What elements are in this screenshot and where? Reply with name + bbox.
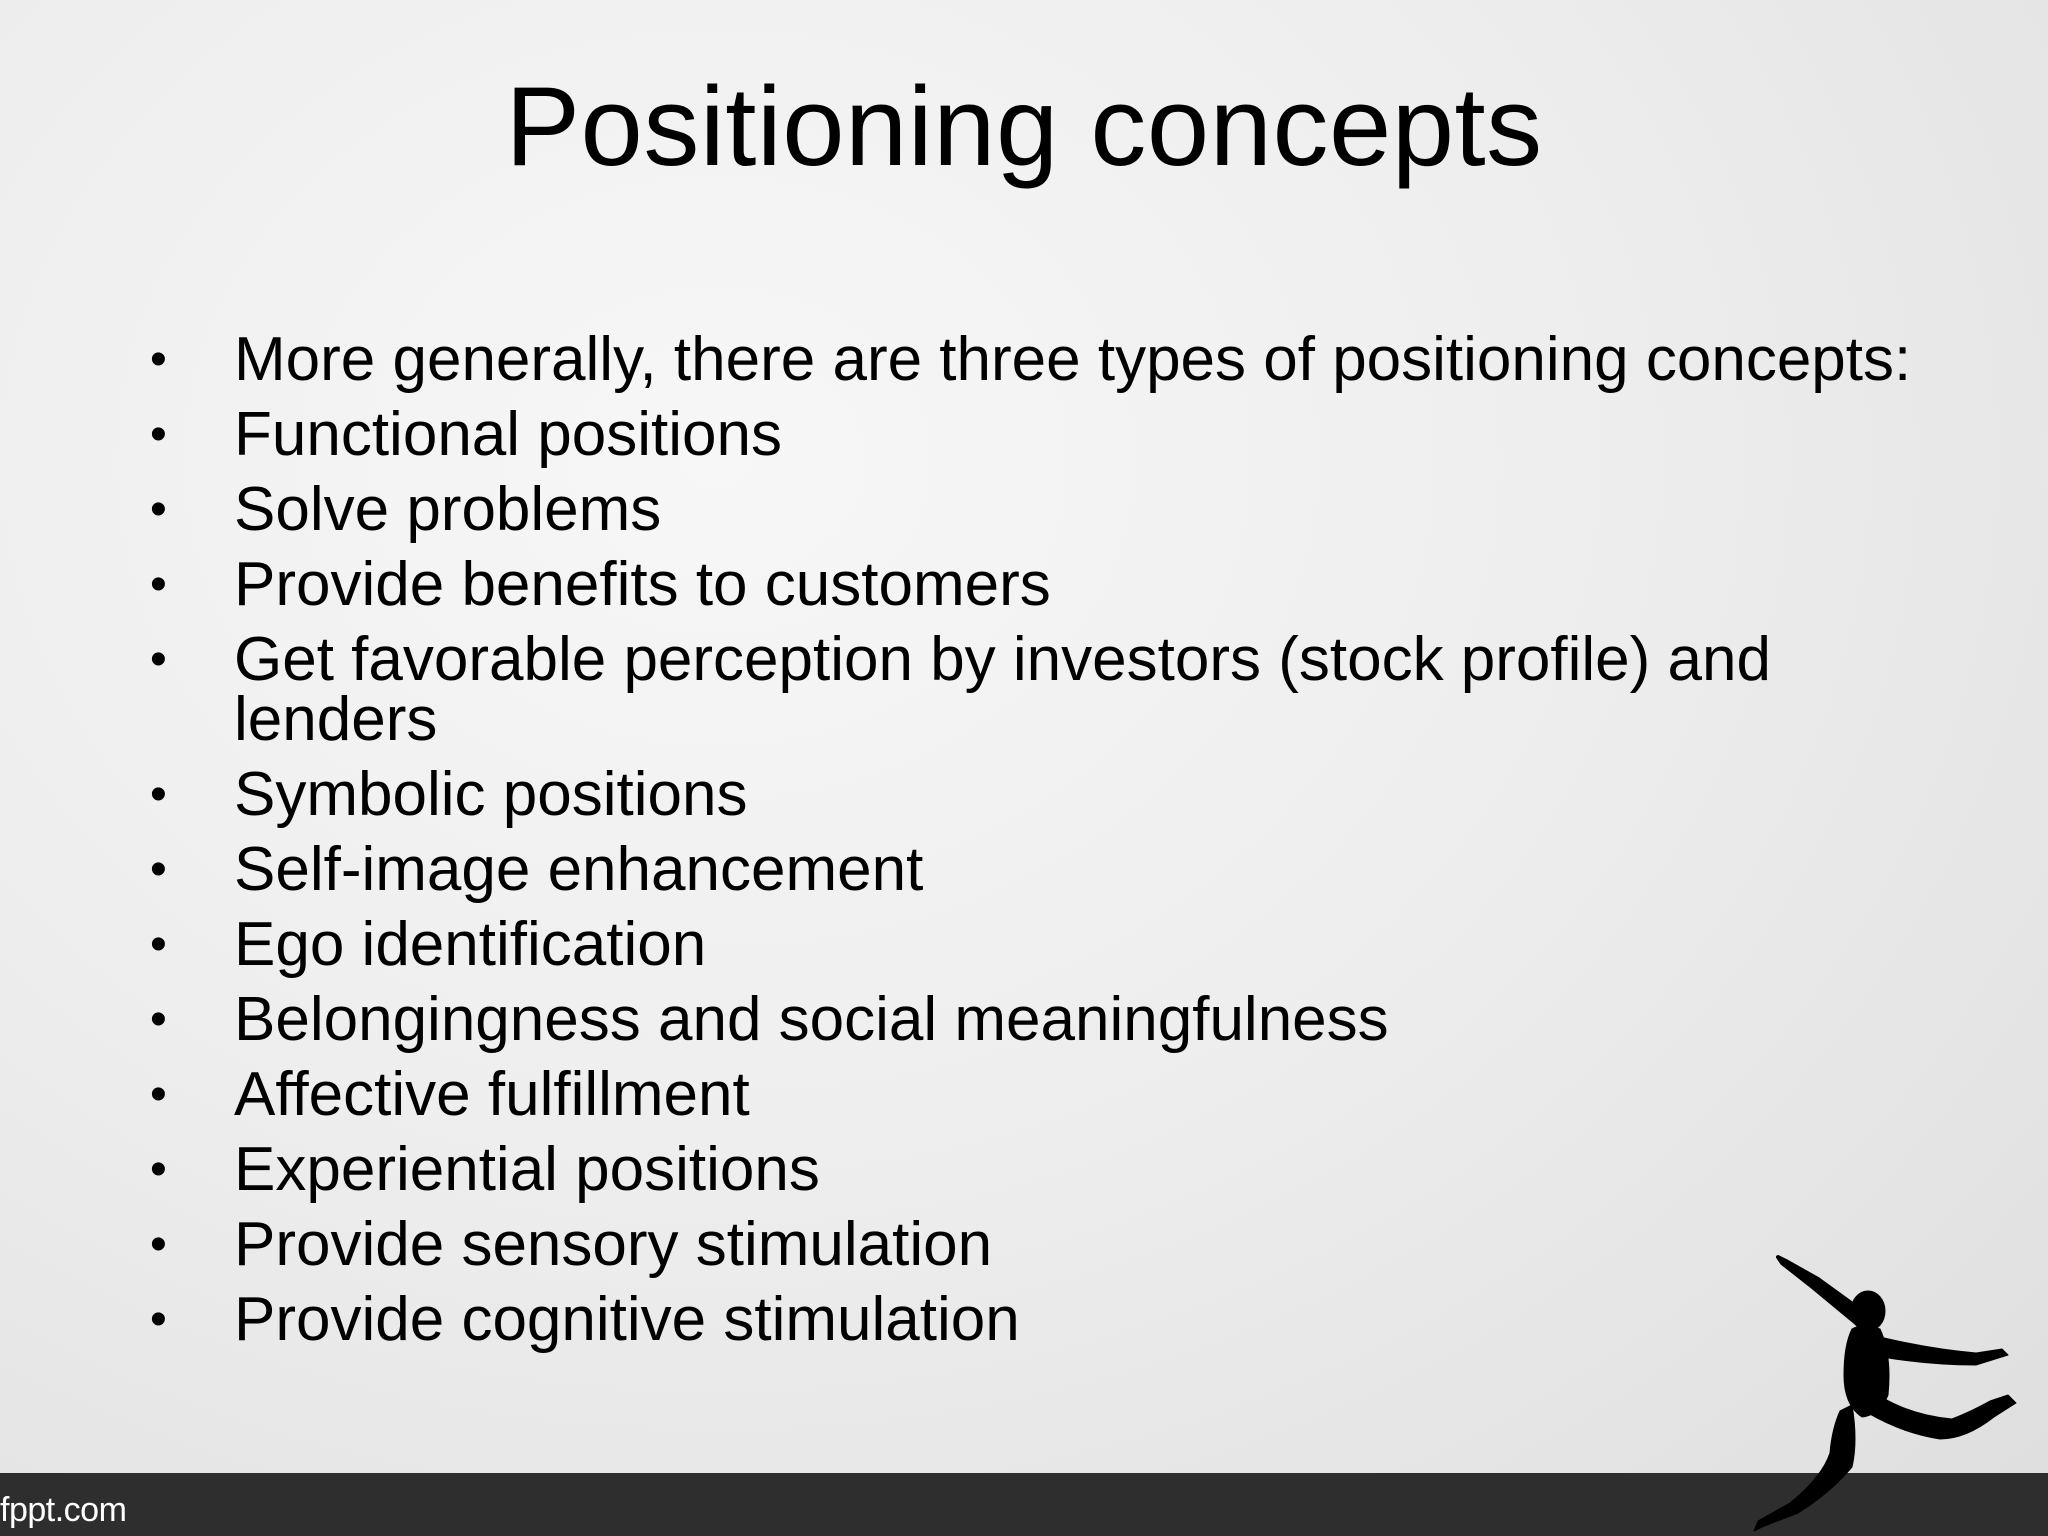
bullet-text: Belongingness and social meaningfulness xyxy=(234,985,1389,1054)
bullet-item: • Experiential positions xyxy=(150,1139,1950,1201)
bullet-list: • More generally, there are three types … xyxy=(150,329,1950,1365)
bullet-item: • Provide sensory stimulation xyxy=(150,1214,1950,1276)
bullet-text: Affective fulfillment xyxy=(234,1060,750,1129)
bullet-item: • Functional positions xyxy=(150,404,1950,466)
bullet-text: Symbolic positions xyxy=(234,760,748,829)
bullet-text: Ego identification xyxy=(234,910,707,979)
bullet-text: Functional positions xyxy=(234,400,782,469)
bullet-icon: • xyxy=(150,333,167,386)
bullet-item: • Get favorable perception by investors … xyxy=(150,629,1950,751)
bullet-item: • Belongingness and social meaningfulnes… xyxy=(150,989,1950,1051)
bullet-icon: • xyxy=(150,1293,167,1346)
bullet-item: • Provide cognitive stimulation xyxy=(150,1289,1950,1351)
bullet-text: Provide sensory stimulation xyxy=(234,1210,993,1279)
bullet-item: • Self-image enhancement xyxy=(150,839,1950,901)
bullet-item: • Solve problems xyxy=(150,479,1950,541)
bullet-item: • Provide benefits to customers xyxy=(150,554,1950,616)
bullet-item: • More generally, there are three types … xyxy=(150,329,1950,391)
slide-title: Positioning concepts xyxy=(505,64,1543,189)
bullet-icon: • xyxy=(150,483,167,536)
bullet-icon: • xyxy=(150,993,167,1046)
bullet-icon: • xyxy=(150,1068,167,1121)
bullet-text: Provide cognitive stimulation xyxy=(234,1285,1020,1354)
bullet-text: Self-image enhancement xyxy=(234,835,924,904)
bullet-text: Provide benefits to customers xyxy=(234,550,1051,619)
bullet-item: • Symbolic positions xyxy=(150,764,1950,826)
bullet-icon: • xyxy=(150,1143,167,1196)
bullet-text: Experiential positions xyxy=(234,1135,820,1204)
bullet-icon: • xyxy=(150,843,167,896)
bullet-icon: • xyxy=(150,918,167,971)
bullet-icon: • xyxy=(150,633,167,686)
bullet-text: Get favorable perception by investors (s… xyxy=(234,625,1771,754)
jumping-person-silhouette-icon xyxy=(1753,1255,2017,1532)
bullet-text: More generally, there are three types of… xyxy=(234,325,1912,394)
bullet-item: • Affective fulfillment xyxy=(150,1064,1950,1126)
footer-bar xyxy=(0,1473,2048,1536)
bullet-icon: • xyxy=(150,768,167,821)
bullet-icon: • xyxy=(150,1218,167,1271)
footer-brand: fppt.com xyxy=(0,1491,127,1529)
bullet-icon: • xyxy=(150,408,167,461)
bullet-item: • Ego identification xyxy=(150,914,1950,976)
bullet-text: Solve problems xyxy=(234,475,662,544)
bullet-icon: • xyxy=(150,558,167,611)
